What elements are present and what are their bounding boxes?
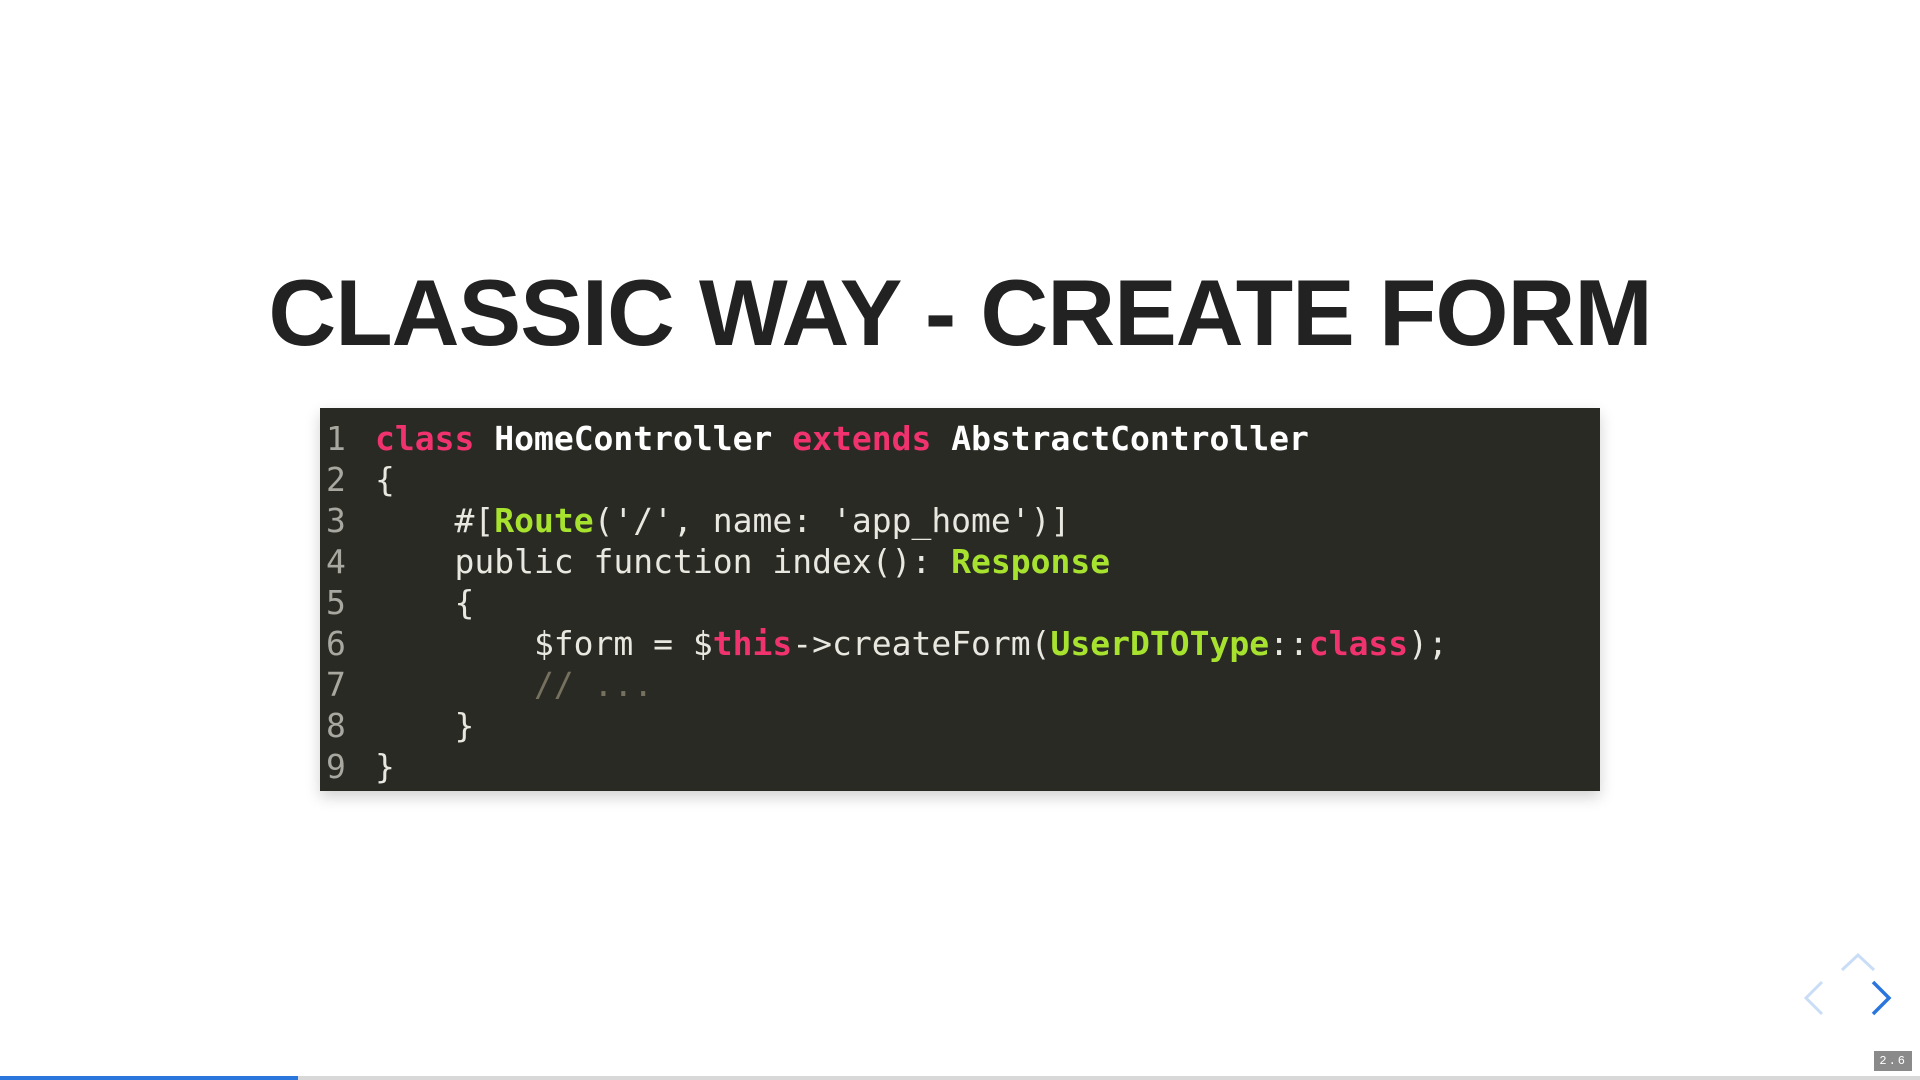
code-token: AbstractController [951,419,1309,458]
code-line: 9} [320,746,1600,787]
code-line: 5 { [320,582,1600,623]
line-code: #[Route('/', name: 'app_home')] [375,500,1070,541]
chevron-up-icon [1840,952,1876,972]
code-token: } [375,706,475,745]
nav-next-button[interactable] [1868,978,1894,1023]
line-code: $form = $this->createForm(UserDTOType::c… [375,623,1448,664]
code-token: extends [792,419,932,458]
code-token [931,419,951,458]
code-token: :: [1269,624,1309,663]
code-token: $form = $ [375,624,713,663]
line-code: { [375,582,474,623]
code-token [772,419,792,458]
line-number: 1 [326,419,346,458]
code-token: { [375,460,395,499]
code-token: public function index(): [375,542,952,581]
code-token: Response [951,542,1111,581]
code-line: 6 $form = $this->createForm(UserDTOType:… [320,623,1600,664]
code-block: 1 class HomeController extends AbstractCo… [320,408,1600,791]
line-number: 4 [326,542,346,581]
code-token: ->createForm( [792,624,1051,663]
line-number: 8 [326,706,346,745]
code-token: UserDTOType [1050,624,1270,663]
line-number: 6 [326,624,346,663]
code-token: class [1308,624,1409,663]
line-code: } [375,746,395,787]
nav-up-button[interactable] [1838,950,1878,979]
nav-prev-button[interactable] [1800,978,1826,1023]
code-token: // ... [375,665,654,704]
slide-number: 2.6 [1874,1051,1912,1071]
code-line: 7 // ... [320,664,1600,705]
code-token: Route [494,501,594,540]
progress-bar [0,1076,1920,1080]
code-token: this [712,624,793,663]
code-line: 1 class HomeController extends AbstractCo… [320,418,1600,459]
code-token: class [375,419,475,458]
line-number: 5 [326,583,346,622]
code-token: #[ [375,501,495,540]
navigation-controls [1798,950,1908,1040]
code-token: HomeController [494,419,773,458]
line-number: 9 [326,747,346,786]
code-token: { [375,583,475,622]
chevron-right-icon [1871,980,1892,1016]
line-number: 2 [326,460,346,499]
line-code: } [375,705,474,746]
progress-fill [0,1076,298,1080]
code-token: ('/', name: 'app_home')] [593,501,1071,540]
line-code: { [375,459,395,500]
chevron-left-icon [1803,980,1824,1016]
slide-title: CLASSIC WAY - CREATE FORM [268,260,1652,365]
line-code: class HomeController extends AbstractCon… [375,418,1309,459]
line-code: public function index(): Response [375,541,1110,582]
line-number: 7 [326,665,346,704]
code-line: 4 public function index(): Response [320,541,1600,582]
code-token: } [375,747,395,786]
code-line: 2{ [320,459,1600,500]
code-token [474,419,494,458]
code-line: 3 #[Route('/', name: 'app_home')] [320,500,1600,541]
line-code: // ... [375,664,653,705]
line-number: 3 [326,501,346,540]
code-line: 8 } [320,705,1600,746]
code-token: ); [1408,624,1448,663]
